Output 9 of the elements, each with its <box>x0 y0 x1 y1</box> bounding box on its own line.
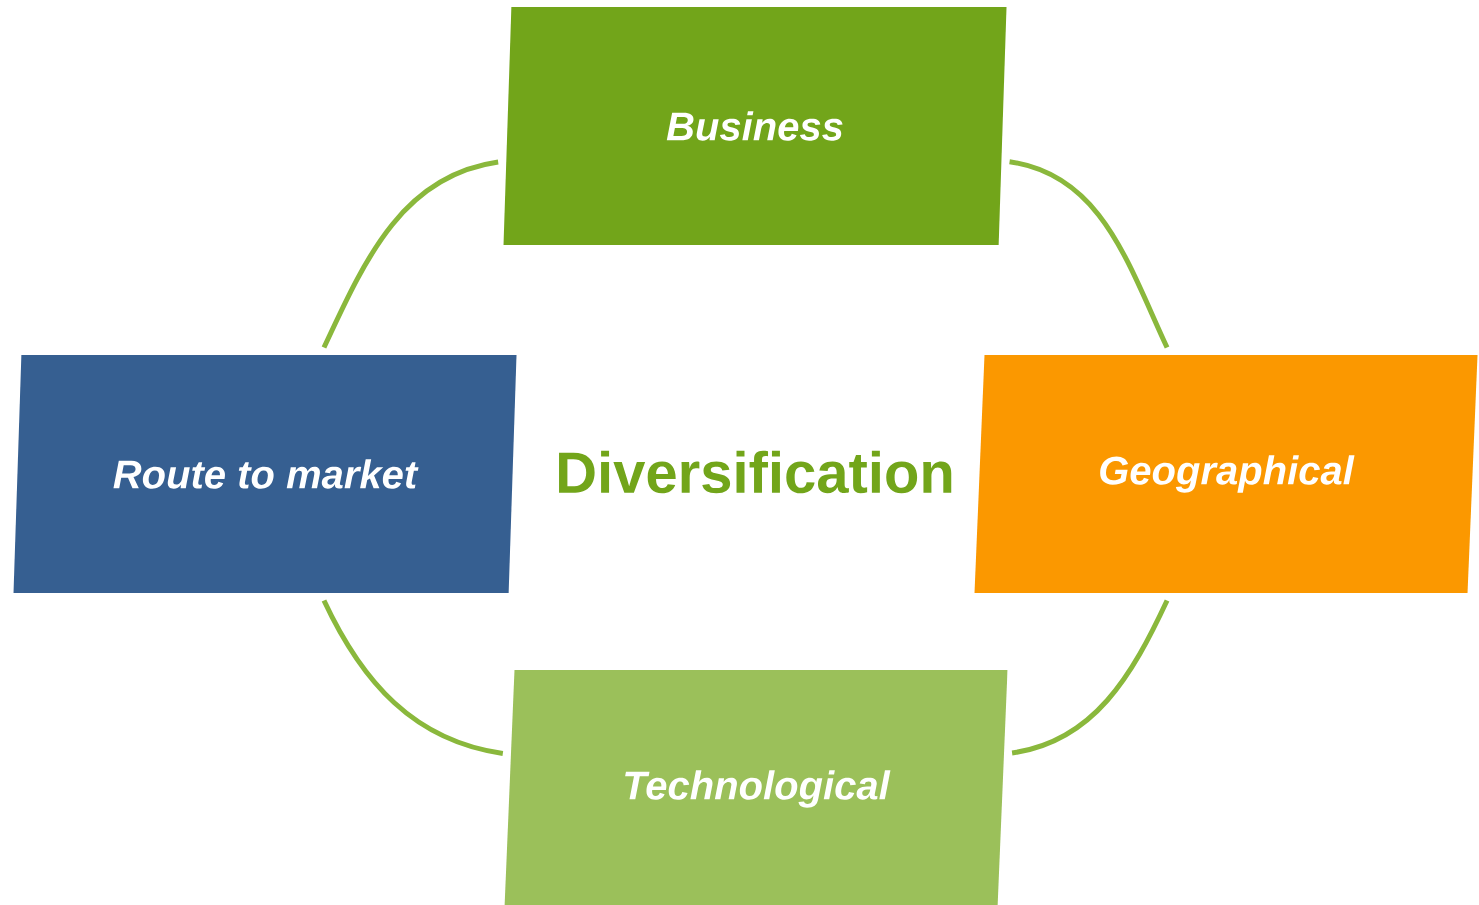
parallelogram-box: Route to market <box>13 355 517 593</box>
parallelogram-box: Technological <box>504 670 1008 905</box>
parallelogram-box: Business <box>503 7 1007 245</box>
curved-connector <box>321 599 504 756</box>
center-title: Diversification <box>559 450 952 494</box>
curved-connector <box>1011 599 1170 756</box>
parallelogram-box: Geographical <box>974 355 1478 593</box>
curved-connector <box>1009 159 1170 349</box>
curved-connector <box>321 159 499 349</box>
